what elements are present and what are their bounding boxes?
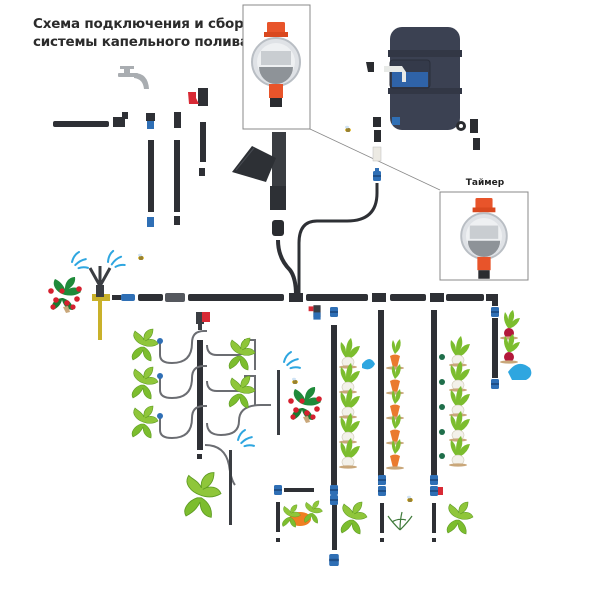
beet-plants [500,310,520,364]
bee-icon [291,377,299,385]
cucumber-plant [446,501,474,535]
timer-callout[interactable] [439,191,529,281]
dripper-icon [157,413,163,419]
valve-icon [188,92,199,104]
radish-plants-2 [448,335,471,468]
supply-pipes [53,88,208,227]
cucumber-plants [131,328,256,518]
bee-icon [344,125,352,133]
timer-label: Таймер [465,178,505,188]
drip-pipe [197,340,203,450]
strawberry-plant [288,387,322,423]
drip-tubes [159,330,271,486]
faucet-icon [118,66,149,89]
pumpkin-plant [282,500,323,528]
barrel-hose [297,183,379,293]
bottom-connectors [274,475,443,566]
barrel-fittings [366,62,480,181]
watering-can-icon [508,363,532,380]
drip-line-beet [491,307,499,389]
diagram-title: Схема подключения и сборки системы капел… [33,15,262,51]
drip-line-carrot [378,310,384,485]
carrot-plants [386,339,404,470]
dripper-icon [157,338,163,344]
dripper-icon [157,373,163,379]
watering-can-icon [362,359,375,370]
bee-icon [137,253,145,261]
strawberry-plant [48,277,82,313]
title-line-2: системы капельного полива [33,34,249,50]
filter-hose [276,239,298,296]
sprinkler-icon [68,247,127,340]
bee-icon [406,495,414,503]
radish-plants [338,337,361,470]
cucumber-plant [340,501,368,535]
filter-icon [232,132,286,236]
drip-line-emitters [431,310,445,485]
timer-detail-box [242,4,311,130]
main-pipe [92,293,498,306]
title-line-1: Схема подключения и сборки [33,16,262,32]
drip-line-radish [308,305,338,485]
barrel-icon [384,27,462,130]
dill-plant [387,511,413,531]
valve-icon [196,312,210,330]
drip-stakes [229,349,302,525]
